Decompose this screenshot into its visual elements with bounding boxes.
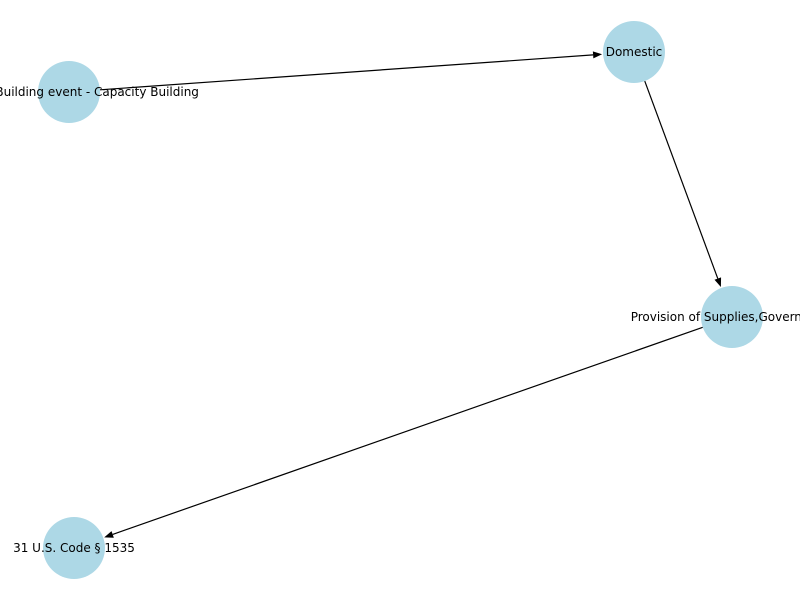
graph-node: Provision of Supplies,Government xyxy=(631,286,800,348)
node-circle xyxy=(701,286,763,348)
node-label: Capacity Building event - Capacity Build… xyxy=(0,85,199,99)
graph-node: Capacity Building event - Capacity Build… xyxy=(0,61,199,123)
edge-line xyxy=(99,54,594,91)
node-label: Provision of Supplies,Government xyxy=(631,310,800,324)
nodes-layer: Capacity Building event - Capacity Build… xyxy=(0,21,800,579)
edge-n3-to-n4 xyxy=(104,326,703,538)
arrowhead xyxy=(714,277,722,287)
edge-n1-to-n2 xyxy=(99,51,603,91)
edge-line xyxy=(644,80,719,279)
node-circle xyxy=(603,21,665,83)
graph-node: Domestic xyxy=(603,21,665,83)
node-circle xyxy=(43,517,105,579)
edge-line xyxy=(112,326,703,535)
arrowhead xyxy=(592,51,603,59)
arrowhead xyxy=(104,531,114,538)
graph-node: 31 U.S. Code § 1535 xyxy=(13,517,135,579)
node-circle xyxy=(38,61,100,123)
edges-layer xyxy=(99,51,722,538)
edge-n2-to-n3 xyxy=(644,80,722,287)
node-label: Domestic xyxy=(606,45,663,59)
node-label: 31 U.S. Code § 1535 xyxy=(13,541,135,555)
